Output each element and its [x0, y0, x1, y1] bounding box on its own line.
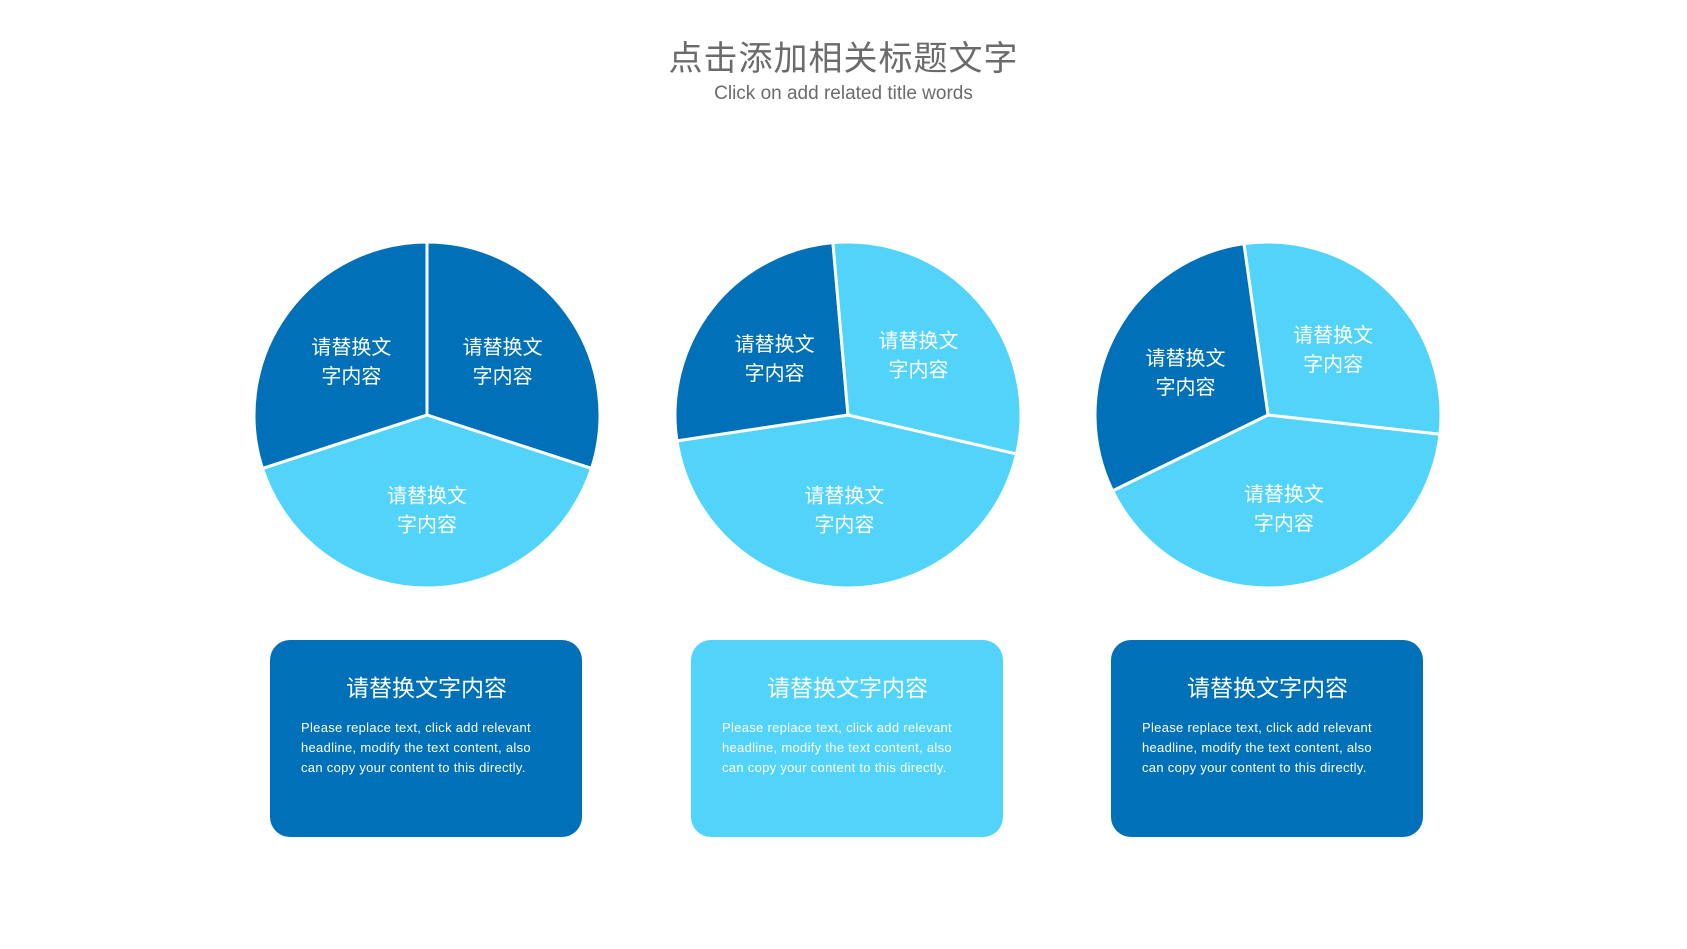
info-card-2: 请替换文字内容 Please replace text, click add r… — [691, 640, 1003, 837]
pie-slice — [675, 413, 1019, 590]
pie-slice-label: 请替换文字内容 — [463, 335, 543, 388]
pie-slice-label: 请替换文字内容 — [735, 332, 815, 385]
pie-slice-label: 请替换文字内容 — [311, 335, 391, 388]
pie-slice — [252, 240, 429, 470]
pie-slice-label: 请替换文字内容 — [879, 329, 959, 382]
pie-slice — [831, 240, 1023, 456]
pie-slice — [425, 240, 602, 470]
card-title: 请替换文字内容 — [346, 676, 507, 702]
pie-slice — [1093, 242, 1270, 493]
card-title: 请替换文字内容 — [1187, 676, 1348, 702]
pie-slice-label: 请替换文字内容 — [1146, 346, 1226, 399]
pie-slice-label: 请替换文字内容 — [804, 483, 884, 536]
info-card-1: 请替换文字内容 Please replace text, click add r… — [270, 640, 582, 837]
title-block: 点击添加相关标题文字 Click on add related title wo… — [0, 38, 1687, 106]
card-text: Please replace text, click add relevant … — [1142, 720, 1372, 775]
info-card-3: 请替换文字内容 Please replace text, click add r… — [1111, 640, 1423, 837]
page-title: 点击添加相关标题文字 — [668, 39, 1019, 79]
pie-slice — [673, 241, 850, 443]
pie-slice-label: 请替换文字内容 — [1244, 482, 1324, 535]
pie-slice-label: 请替换文字内容 — [387, 483, 467, 536]
pie-slice-label: 请替换文字内容 — [1293, 323, 1373, 376]
pie-slice — [1242, 240, 1443, 436]
page-subtitle: Click on add related title words — [714, 83, 973, 104]
card-text: Please replace text, click add relevant … — [301, 720, 531, 775]
card-text: Please replace text, click add relevant … — [722, 720, 952, 775]
card-title: 请替换文字内容 — [767, 676, 928, 702]
pie-slice — [1111, 413, 1442, 590]
pie-slice — [260, 413, 594, 590]
